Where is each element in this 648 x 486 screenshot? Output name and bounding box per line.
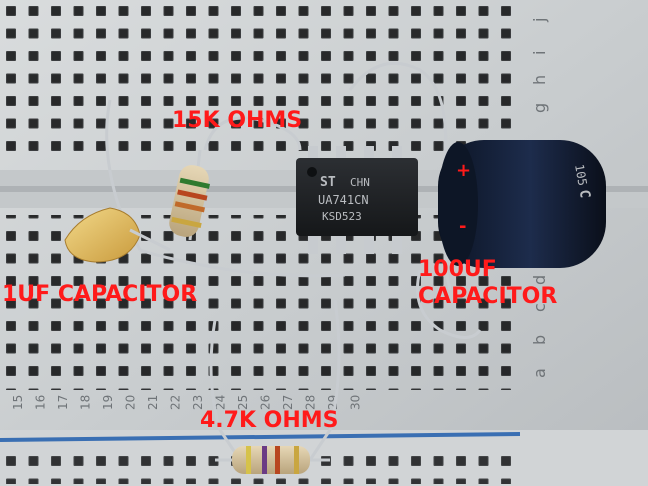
wire-r1-top <box>203 116 302 151</box>
chip-pin <box>336 146 346 160</box>
label-plus: + <box>456 160 471 181</box>
label-4-7k-ohms: 4.7K OHMS <box>200 408 339 433</box>
label-minus: - <box>459 216 466 237</box>
svg-text:C: C <box>576 189 593 199</box>
wire-cap-lead <box>416 269 482 339</box>
column-number: 15 <box>11 395 25 410</box>
row-letter: c <box>530 303 549 312</box>
column-number: 24 <box>214 395 228 410</box>
column-number: 19 <box>101 395 115 410</box>
column-number: 28 <box>304 395 318 410</box>
hole-grid-top <box>0 0 520 160</box>
column-number: 30 <box>349 395 363 410</box>
resistor-15k <box>169 149 210 241</box>
column-number: 17 <box>56 395 70 410</box>
chip-pin <box>392 146 402 160</box>
row-letter: d <box>530 275 549 285</box>
svg-text:105: 105 <box>572 163 590 187</box>
wire-top-right <box>348 61 448 161</box>
row-letter: j <box>530 18 549 23</box>
row-letter: h <box>530 75 549 85</box>
chip-part: UA741CN <box>318 193 369 207</box>
resistor-4-7k <box>215 446 330 474</box>
chip-country: CHN <box>350 176 370 189</box>
label-capacitor: CAPACITOR <box>418 284 557 309</box>
ic-chip: ST CHN UA741CN KSD523 <box>296 146 418 254</box>
row-letter: a <box>530 368 549 378</box>
chip-pin <box>364 234 374 254</box>
row-letter: g <box>530 103 549 113</box>
chip-pin <box>308 146 318 160</box>
column-number: 27 <box>281 395 295 410</box>
row-letter: b <box>530 335 549 345</box>
power-rail-stripe <box>0 432 521 442</box>
column-number: 20 <box>124 395 138 410</box>
chip-code: KSD523 <box>322 210 362 223</box>
column-number: 22 <box>169 395 183 410</box>
chip-pin <box>392 234 402 254</box>
tantalum-capacitor <box>64 207 171 263</box>
column-number: 18 <box>79 395 93 410</box>
label-1uf-capacitor: 1UF CAPACITOR <box>2 282 197 307</box>
column-number: 25 <box>236 395 250 410</box>
wire-middle <box>139 248 346 278</box>
wire-left <box>105 99 142 251</box>
electrolytic-capacitor: 105 C <box>438 140 606 268</box>
wire-bottom-right <box>308 299 341 461</box>
chip-logo: ST <box>320 175 336 190</box>
chip-pin <box>308 234 318 254</box>
column-number: 23 <box>191 395 205 410</box>
column-number: 16 <box>34 395 48 410</box>
chip-pin <box>364 146 374 160</box>
row-letter: i <box>530 51 549 55</box>
label-100uf: 100UF <box>418 257 497 282</box>
wire-bottom-left <box>209 319 242 461</box>
label-15k-ohms: 15K OHMS <box>172 108 302 133</box>
column-number: 21 <box>146 395 160 410</box>
chip-pin <box>336 234 346 254</box>
column-number: 26 <box>259 395 273 410</box>
